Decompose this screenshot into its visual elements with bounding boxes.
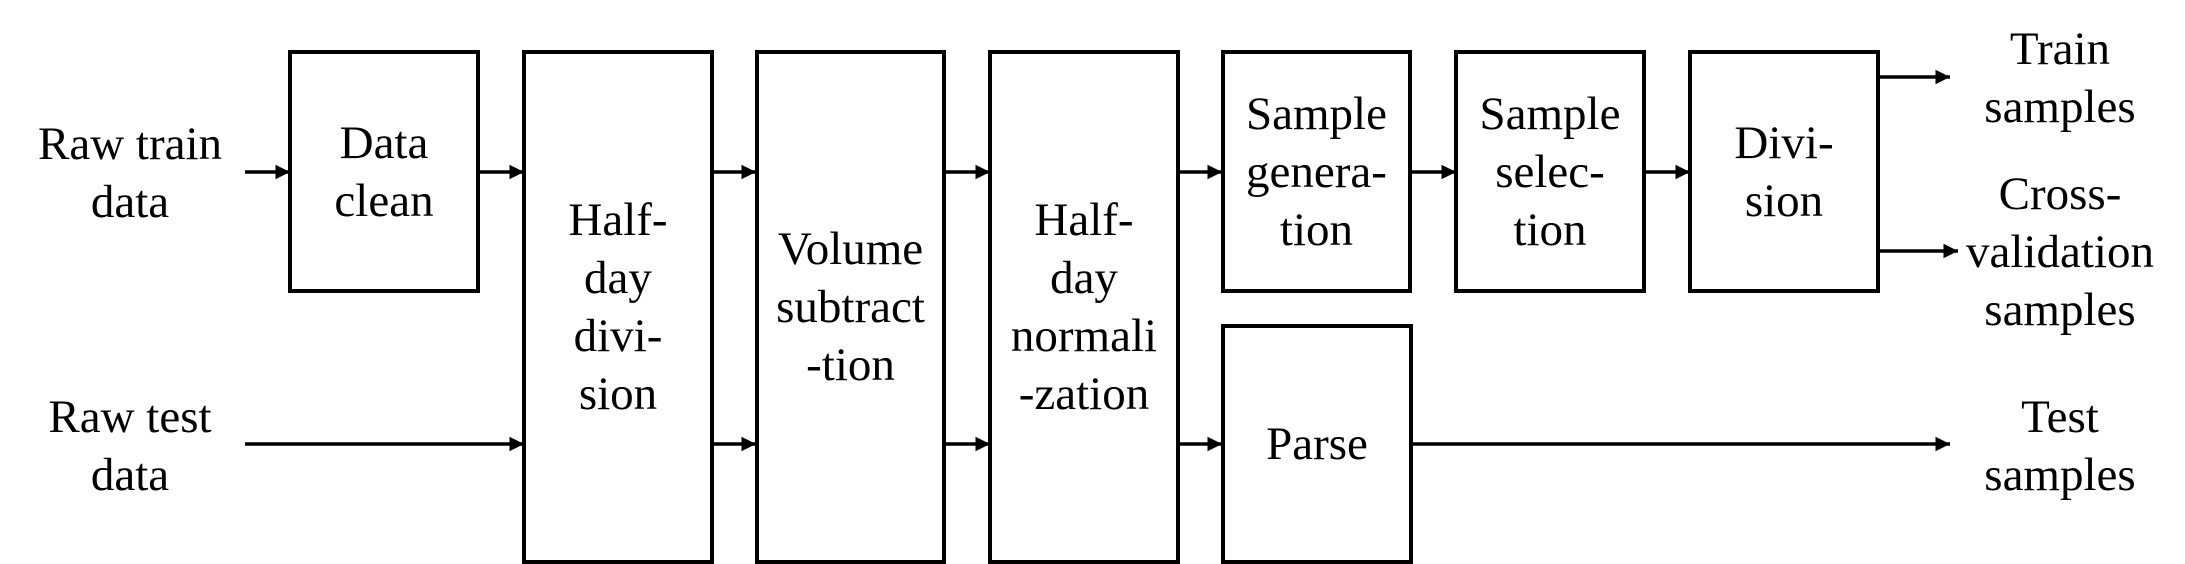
division-text: Divi- sion	[1734, 116, 1834, 227]
cross-validation-samples-text: Cross- validation samples	[1966, 168, 2154, 336]
raw-train-data-label: Raw train data	[10, 110, 250, 235]
data-clean-box: Data clean	[288, 50, 480, 293]
test-samples-text: Test samples	[1984, 390, 2136, 501]
half-day-normalization-text: Half- day normali -zation	[1010, 194, 1158, 420]
train-samples-label: Train samples	[1940, 18, 2180, 138]
volume-subtraction-text: Volume subtract -tion	[776, 223, 925, 391]
sample-generation-text: Sample genera- tion	[1246, 87, 1387, 256]
raw-test-data-label: Raw test data	[10, 383, 250, 508]
half-day-division-box: Half- day divi- sion	[522, 50, 714, 564]
train-samples-text: Train samples	[1984, 23, 2136, 133]
raw-train-data-text: Raw train data	[37, 117, 223, 228]
division-box: Divi- sion	[1688, 50, 1880, 293]
sample-generation-box: Sample genera- tion	[1221, 50, 1412, 293]
half-day-normalization-box: Half- day normali -zation	[988, 50, 1180, 564]
cross-validation-samples-label: Cross- validation samples	[1935, 162, 2185, 342]
half-day-division-text: Half- day divi- sion	[568, 194, 668, 420]
parse-text: Parse	[1266, 418, 1368, 470]
sample-selection-box: Sample selec- tion	[1454, 50, 1646, 293]
data-clean-text: Data clean	[334, 116, 434, 227]
raw-test-data-text: Raw test data	[48, 390, 212, 501]
test-samples-label: Test samples	[1940, 383, 2180, 508]
parse-box: Parse	[1221, 324, 1413, 564]
sample-selection-text: Sample selec- tion	[1479, 87, 1621, 256]
volume-subtraction-box: Volume subtract -tion	[755, 50, 946, 564]
